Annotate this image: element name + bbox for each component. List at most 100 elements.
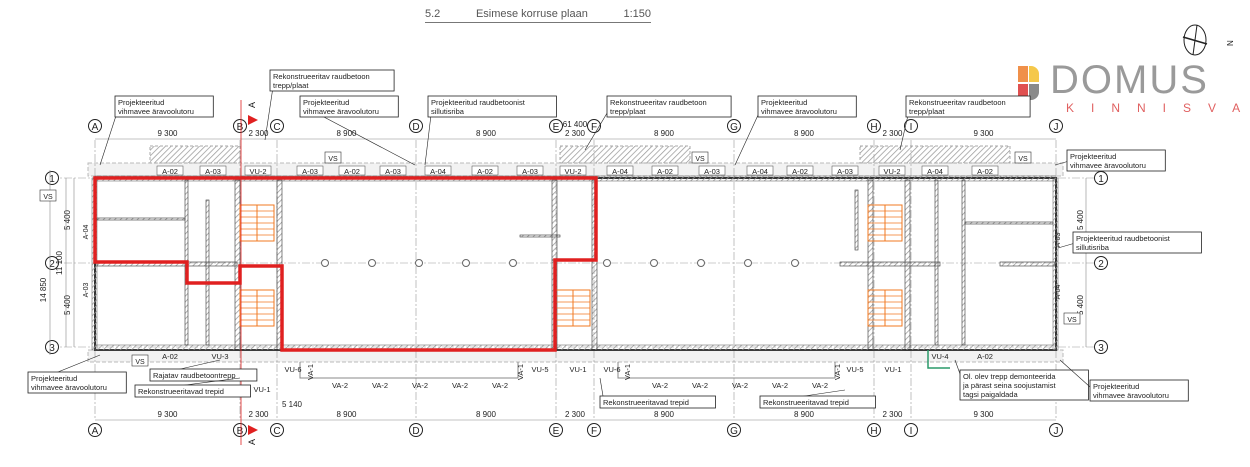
vs-tag: VS <box>328 156 338 163</box>
callout-text: Projekteeritud <box>1093 382 1139 391</box>
dimension-value: 8 900 <box>336 129 357 138</box>
column <box>462 259 470 267</box>
callout-text: Rajatav raudbetoontrepp <box>153 371 236 380</box>
grid-bubble <box>45 340 59 354</box>
dimension-value: 8 900 <box>654 410 675 419</box>
grid-label: B <box>237 426 244 437</box>
callout-box <box>599 395 716 409</box>
window-tag-box <box>516 165 544 176</box>
window-tag: VA-2 <box>372 381 388 390</box>
dimension-value: 14 850 <box>39 277 48 302</box>
dimension-value: 9 300 <box>973 410 994 419</box>
grid-bubble <box>1094 256 1108 270</box>
grid-label: C <box>273 122 280 133</box>
callout-box <box>1089 379 1189 402</box>
north-arrow-icon <box>1183 24 1207 56</box>
drawing-title: 5.2 Esimese korruse plaan 1:150 <box>425 8 651 23</box>
grid-bubble <box>867 423 881 437</box>
paving-strip-bottom <box>87 349 1064 363</box>
callout-box <box>905 95 1031 118</box>
window-tag: VU-1 <box>253 385 270 394</box>
vs-tag: VS <box>43 194 53 201</box>
callout-text: Rekonstrueeritav raudbetoon <box>273 72 370 81</box>
callout: Rajatav raudbetoontrepp <box>149 359 258 382</box>
grid-bubble <box>45 171 59 185</box>
logo-square <box>1029 84 1039 100</box>
callout-box <box>149 368 258 382</box>
window-tag: A-04 <box>927 167 943 176</box>
callout-text: ja pärast seina soojustamist <box>962 381 1056 390</box>
grid-bubble <box>409 423 423 437</box>
dimension-value: 5 400 <box>1076 294 1085 315</box>
entrance-slab <box>149 145 241 164</box>
dimension-value: 5 400 <box>63 209 72 230</box>
drawing-number: 5.2 <box>425 8 441 20</box>
window-tag: VA-2 <box>412 381 428 390</box>
grid-label: 3 <box>49 343 55 354</box>
callout-text: Rekonstrueeritavad trepid <box>763 398 849 407</box>
window-tag: A-02 <box>477 167 493 176</box>
vs-tag-box <box>691 151 709 164</box>
window-tag: VU-5 <box>846 365 863 374</box>
dimension-value: 8 900 <box>476 410 497 419</box>
callout-text: vihmavee äravoolutoru <box>31 383 107 392</box>
grid-bubble <box>270 423 284 437</box>
window-tag: VU-5 <box>531 365 548 374</box>
callout-text: Rekonstrueeritavad trepid <box>138 387 224 396</box>
column <box>321 259 329 267</box>
column <box>415 259 423 267</box>
interior-wall <box>999 261 1056 267</box>
railing <box>617 362 836 379</box>
window-tag: VA-1 <box>306 364 315 380</box>
callout-box <box>269 69 395 92</box>
window-tag-box <box>606 165 634 176</box>
callout: Rekonstrueeritav raudbetoontrepp/plaat <box>584 95 732 151</box>
window-tag-box <box>559 165 587 176</box>
callout-text: Projekteeritud raudbetoonist <box>431 98 526 107</box>
callout-box <box>606 95 732 118</box>
callout-box <box>759 395 876 409</box>
section-label: A <box>247 102 257 108</box>
column <box>603 259 611 267</box>
callout-text: Rekonstrueeritav raudbetoon <box>610 98 707 107</box>
window-tag: VA-2 <box>492 381 508 390</box>
callout-text: vihmavee äravoolutoru <box>118 107 194 116</box>
section-arrow <box>248 115 258 125</box>
grid-label: D <box>412 426 419 437</box>
window-tag: A-02 <box>657 167 673 176</box>
callout-text: Ol. olev trepp demonteerida <box>963 372 1056 381</box>
grid-bubble <box>88 119 102 133</box>
callout-text: vihmavee äravoolutoru <box>761 107 837 116</box>
dimension-value: 8 900 <box>336 410 357 419</box>
grid-bubble <box>727 423 741 437</box>
window-tag: A-02 <box>162 352 178 361</box>
dimension-value: 9 300 <box>157 410 178 419</box>
callout: Rekonstrueeritav raudbetoontrepp/plaat <box>264 69 395 141</box>
callout-text: vihmavee äravoolutoru <box>1093 391 1169 400</box>
dimension-value: 8 900 <box>476 129 497 138</box>
drawing-name: Esimese korruse plaan <box>475 8 588 20</box>
callout-text: tagsi paigaldada <box>963 390 1018 399</box>
callout-box <box>427 95 557 118</box>
grid-label: A <box>92 426 99 437</box>
grid-bubble <box>727 119 741 133</box>
callout-text: vihmavee äravoolutoru <box>1070 161 1146 170</box>
callout-box <box>299 95 399 118</box>
grid-label: I <box>910 122 913 133</box>
window-tag-box <box>471 165 499 176</box>
grid-bubble <box>1049 119 1063 133</box>
window-tag-box <box>244 165 272 176</box>
grid-label: J <box>1054 122 1059 133</box>
interior-wall <box>904 179 911 351</box>
vs-tag: VS <box>1067 317 1077 324</box>
callout-text: sillutisriba <box>1076 243 1110 252</box>
window-tag-box <box>971 165 999 176</box>
section-label: A <box>247 439 257 445</box>
window-tag: A-02 <box>344 167 360 176</box>
logo-word: DOMUS <box>1050 58 1209 102</box>
dimension-value: 2 300 <box>248 129 269 138</box>
